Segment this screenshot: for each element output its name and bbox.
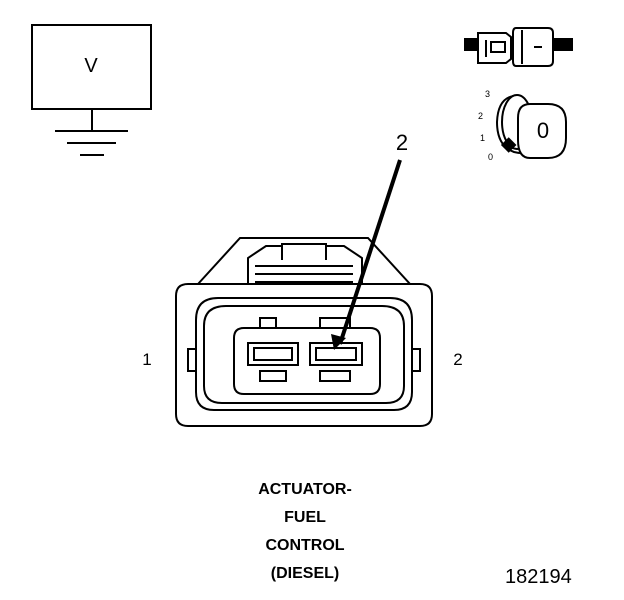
callout-leader xyxy=(331,159,402,350)
caption-line-3: CONTROL xyxy=(265,537,345,554)
ground-icon xyxy=(55,130,128,156)
caption-line-4: (DIESEL) xyxy=(270,565,340,582)
key-position-1: 1 xyxy=(480,133,485,143)
caption-line-1: ACTUATOR- xyxy=(258,481,352,498)
pin-label-1: 1 xyxy=(142,350,151,369)
key-position-2: 2 xyxy=(478,111,483,121)
pin-label-2: 2 xyxy=(453,350,462,369)
key-label: 0 xyxy=(537,118,549,143)
voltmeter-label: V xyxy=(84,55,98,77)
caption-line-2: FUEL xyxy=(284,509,326,526)
voltmeter-symbol xyxy=(31,24,152,156)
callout-number: 2 xyxy=(396,130,408,155)
key-position-0: 0 xyxy=(488,152,493,162)
key-position-3: 3 xyxy=(485,89,490,99)
ignition-key-icon xyxy=(495,94,567,159)
disconnect-icon xyxy=(464,27,573,67)
figure-number: 182194 xyxy=(505,566,572,588)
connector-body xyxy=(175,237,433,427)
